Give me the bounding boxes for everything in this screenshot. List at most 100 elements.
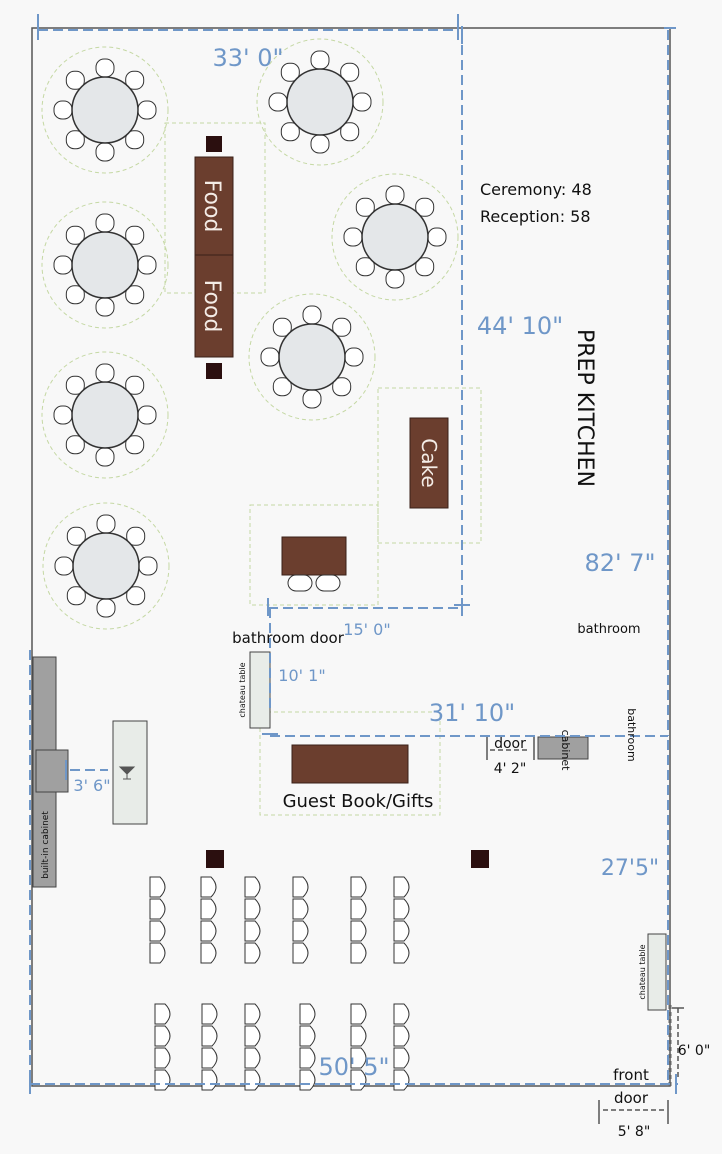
ceremony-chair — [350, 1025, 367, 1047]
food-label-1: Food — [199, 180, 224, 233]
table-top — [71, 381, 139, 449]
chair — [125, 225, 145, 245]
chair — [302, 389, 322, 409]
dim-kitchen-height: 44' 10" — [477, 312, 563, 340]
dimension-ticks — [29, 14, 677, 1094]
ceremony-chair — [244, 898, 261, 920]
round-table — [41, 351, 169, 479]
chair — [137, 100, 157, 120]
chair — [268, 92, 288, 112]
column — [206, 363, 222, 379]
ceremony-chair — [201, 1047, 218, 1069]
food-label-2: Food — [199, 280, 224, 333]
dim-door-width: 4' 2" — [494, 761, 527, 777]
prep-kitchen-label: PREP KITCHEN — [572, 329, 597, 487]
ceremony-chair — [393, 1003, 410, 1025]
zones — [164, 122, 482, 816]
chair — [65, 225, 85, 245]
chair — [302, 305, 322, 325]
dim-inner-width: 15' 0" — [343, 620, 390, 639]
chair — [138, 556, 158, 576]
cabinet-label: cabinet — [559, 730, 572, 772]
ceremony-chair — [292, 876, 309, 898]
ceremony-chair — [299, 1003, 316, 1025]
door-label: door — [494, 736, 526, 752]
ceremony-chair — [393, 942, 410, 964]
door-dims — [486, 737, 684, 1124]
chair — [65, 435, 85, 455]
food-table-1: Food — [194, 156, 234, 256]
chair — [125, 435, 145, 455]
chair — [53, 255, 73, 275]
chair — [95, 363, 115, 383]
chair — [125, 285, 145, 305]
table-top — [72, 532, 140, 600]
table-top — [361, 203, 429, 271]
chateau-table-right — [647, 933, 667, 1011]
capacity-ceremony: Ceremony: 48 — [480, 180, 592, 199]
ceremony-chair — [244, 1025, 261, 1047]
table-top — [71, 231, 139, 299]
ceremony-chair — [154, 1047, 171, 1069]
head-table — [281, 536, 347, 592]
dim-front-offset: 6' 0" — [678, 1043, 711, 1059]
dim-total-height: 82' 7" — [584, 549, 655, 577]
round-table — [41, 46, 169, 174]
bar — [112, 720, 148, 825]
bathroom-door-label: bathroom door — [232, 629, 345, 647]
chair — [96, 598, 116, 618]
chair — [310, 50, 330, 70]
chair — [272, 377, 292, 397]
ceremony-chair — [393, 920, 410, 942]
ceremony-chair — [149, 920, 166, 942]
ceremony-chair — [154, 1003, 171, 1025]
chair — [53, 100, 73, 120]
ceremony-chair — [154, 1069, 171, 1091]
table-top — [278, 323, 346, 391]
chair — [332, 317, 352, 337]
round-table — [41, 201, 169, 329]
ceremony-chair — [393, 1047, 410, 1069]
chair — [125, 375, 145, 395]
chair — [66, 526, 86, 546]
ceremony-chair — [350, 942, 367, 964]
chair — [332, 377, 352, 397]
chair — [352, 92, 372, 112]
chair — [340, 122, 360, 142]
table-top — [286, 68, 354, 136]
chair — [96, 514, 116, 534]
ceremony-chair — [393, 898, 410, 920]
chair — [260, 347, 280, 367]
ceremony-chair — [149, 876, 166, 898]
ceremony-chair — [292, 920, 309, 942]
chair — [125, 70, 145, 90]
chair — [137, 405, 157, 425]
chateau-table-right-label: chateau table — [638, 944, 647, 999]
ceremony-chair — [350, 920, 367, 942]
dim-top-width: 33' 0" — [212, 44, 283, 72]
ceremony-chair — [350, 1047, 367, 1069]
chair — [65, 130, 85, 150]
ceremony-chair — [200, 942, 217, 964]
ceremony-chair — [244, 1003, 261, 1025]
chair — [66, 586, 86, 606]
guest-book-label: Guest Book/Gifts — [283, 791, 434, 812]
ceremony-chair — [149, 898, 166, 920]
front-door-label-1: front — [613, 1066, 649, 1084]
ceremony-chair — [393, 876, 410, 898]
chair — [415, 257, 435, 277]
ceremony-chair — [244, 1047, 261, 1069]
ceremony-chair — [244, 1069, 261, 1091]
chair — [137, 255, 157, 275]
ceremony-chair — [149, 942, 166, 964]
ceremony-chair — [299, 1069, 316, 1091]
cake-table: Cake — [409, 417, 449, 509]
cabinet-box — [35, 749, 69, 793]
ceremony-chair — [244, 876, 261, 898]
chair — [95, 297, 115, 317]
ceremony-chair — [200, 898, 217, 920]
dim-bottom-width: 50' 5" — [318, 1053, 389, 1081]
chair — [355, 197, 375, 217]
chair — [415, 197, 435, 217]
